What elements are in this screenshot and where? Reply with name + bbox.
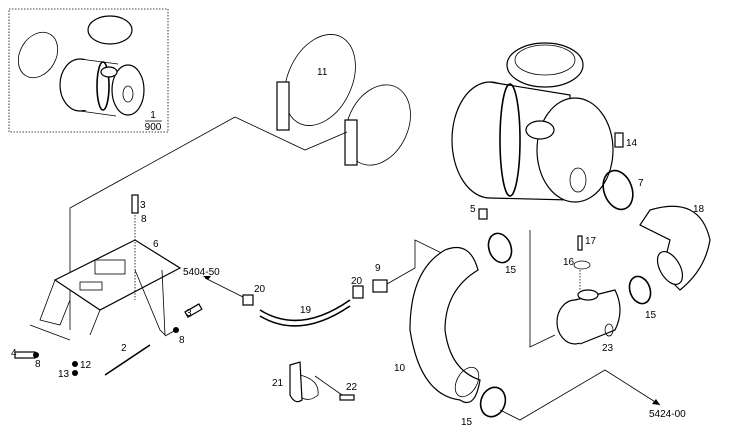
label-21: 21 [272, 378, 284, 389]
adapter-23 [529, 230, 652, 348]
label-10: 10 [394, 363, 406, 374]
label-5: 5 [470, 204, 476, 215]
label-4: 4 [11, 348, 17, 359]
mounting-bracket [14, 194, 203, 376]
label-8: 8 [141, 214, 147, 225]
label-20: 20 [351, 276, 363, 287]
label-3: 3 [140, 200, 146, 211]
hose-18 [639, 205, 711, 291]
air-filter-housing [451, 42, 711, 291]
label-7: 7 [638, 178, 644, 189]
label-16: 16 [563, 257, 575, 268]
inset-quantity: 900 [145, 122, 162, 133]
fitting-20-right [352, 285, 364, 299]
rod-2 [104, 344, 151, 376]
label-20: 20 [254, 284, 266, 295]
assembly-inset: 1 900 [8, 8, 169, 133]
filter-cap [506, 42, 584, 88]
clamp-16 [573, 260, 591, 270]
inset-cap [87, 15, 133, 45]
label-8: 8 [179, 335, 185, 346]
label-9: 9 [375, 263, 381, 274]
label-15: 15 [505, 265, 517, 276]
clamp-15-right [628, 275, 652, 305]
clamp-15-upper [487, 232, 513, 264]
bolt-3-right [184, 303, 203, 319]
inset-clamp [17, 31, 59, 79]
fitting-14 [614, 132, 624, 148]
nipple-9 [372, 279, 388, 293]
ref-5424-00[interactable]: 5424-00 [649, 409, 686, 420]
inset-part-number: 1 [150, 110, 156, 121]
label-17: 17 [585, 236, 597, 247]
label-19: 19 [300, 305, 312, 316]
label-8: 8 [35, 359, 41, 370]
clamp-15-lower [479, 386, 507, 418]
clamp-7 [602, 169, 634, 211]
fitting-20-left [242, 294, 254, 306]
hose-assembly [203, 239, 461, 327]
bolt-3-top [131, 194, 139, 214]
hose-10 [409, 208, 661, 421]
label-2: 2 [121, 343, 127, 354]
label-11: 11 [317, 67, 328, 78]
screw-5 [478, 208, 488, 220]
label-13: 13 [58, 369, 70, 380]
screw-17 [577, 235, 583, 251]
ref-5404-50[interactable]: 5404-50 [183, 267, 220, 278]
label-18: 18 [693, 204, 705, 215]
callout-labels: 11 3 8 6 5404-50 20 19 20 9 3 8 2 4 8 12… [11, 67, 705, 428]
clip-21 [289, 361, 355, 403]
label-6: 6 [153, 239, 159, 250]
bolt-4 [14, 351, 36, 359]
label-22: 22 [346, 382, 358, 393]
label-3: 3 [186, 308, 192, 319]
label-15: 15 [645, 310, 657, 321]
bolt-22 [339, 394, 355, 401]
label-12: 12 [80, 360, 92, 371]
label-14: 14 [626, 138, 638, 149]
label-15: 15 [461, 417, 473, 428]
label-23: 23 [602, 343, 614, 354]
